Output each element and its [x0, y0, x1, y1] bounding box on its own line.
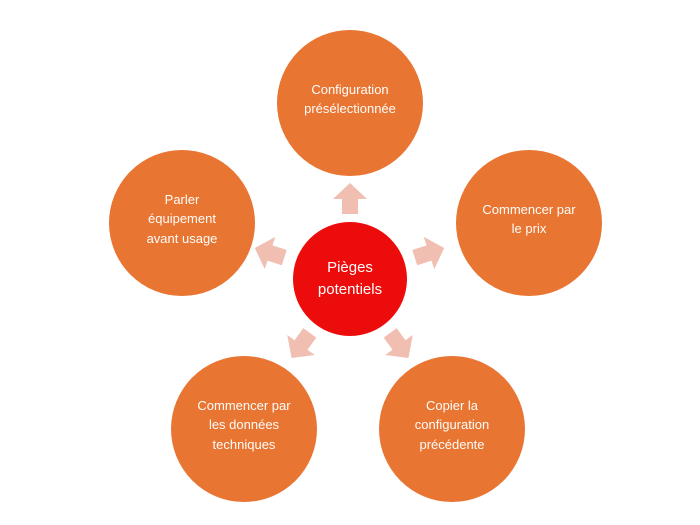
arrow-to-bottom-left-icon — [287, 328, 317, 358]
arrow-to-left-icon — [254, 236, 287, 270]
node-commencer-par-les-donnees-techniques: Commencer par les données techniques — [171, 356, 317, 502]
node-label: Copier la configuration précédente — [414, 397, 490, 452]
center-node-label: Pièges potentiels — [317, 258, 383, 299]
node-parler-equipement-avant-usage: Parler équipement avant usage — [109, 150, 255, 296]
arrow-to-bottom-right-icon — [383, 328, 413, 358]
arrow-to-right-icon — [412, 236, 445, 270]
node-label: Configuration présélectionnée — [304, 81, 396, 117]
node-label: Parler équipement avant usage — [146, 191, 218, 246]
node-label: Commencer par les données techniques — [197, 397, 291, 452]
node-commencer-par-le-prix: Commencer par le prix — [456, 150, 602, 296]
node-label: Commencer par le prix — [482, 201, 576, 237]
center-node-pieges-potentiels: Pièges potentiels — [293, 222, 407, 336]
node-copier-la-configuration-precedente: Copier la configuration précédente — [379, 356, 525, 502]
node-configuration-preselectionnee: Configuration présélectionnée — [277, 30, 423, 176]
arrow-to-top-icon — [333, 183, 367, 214]
